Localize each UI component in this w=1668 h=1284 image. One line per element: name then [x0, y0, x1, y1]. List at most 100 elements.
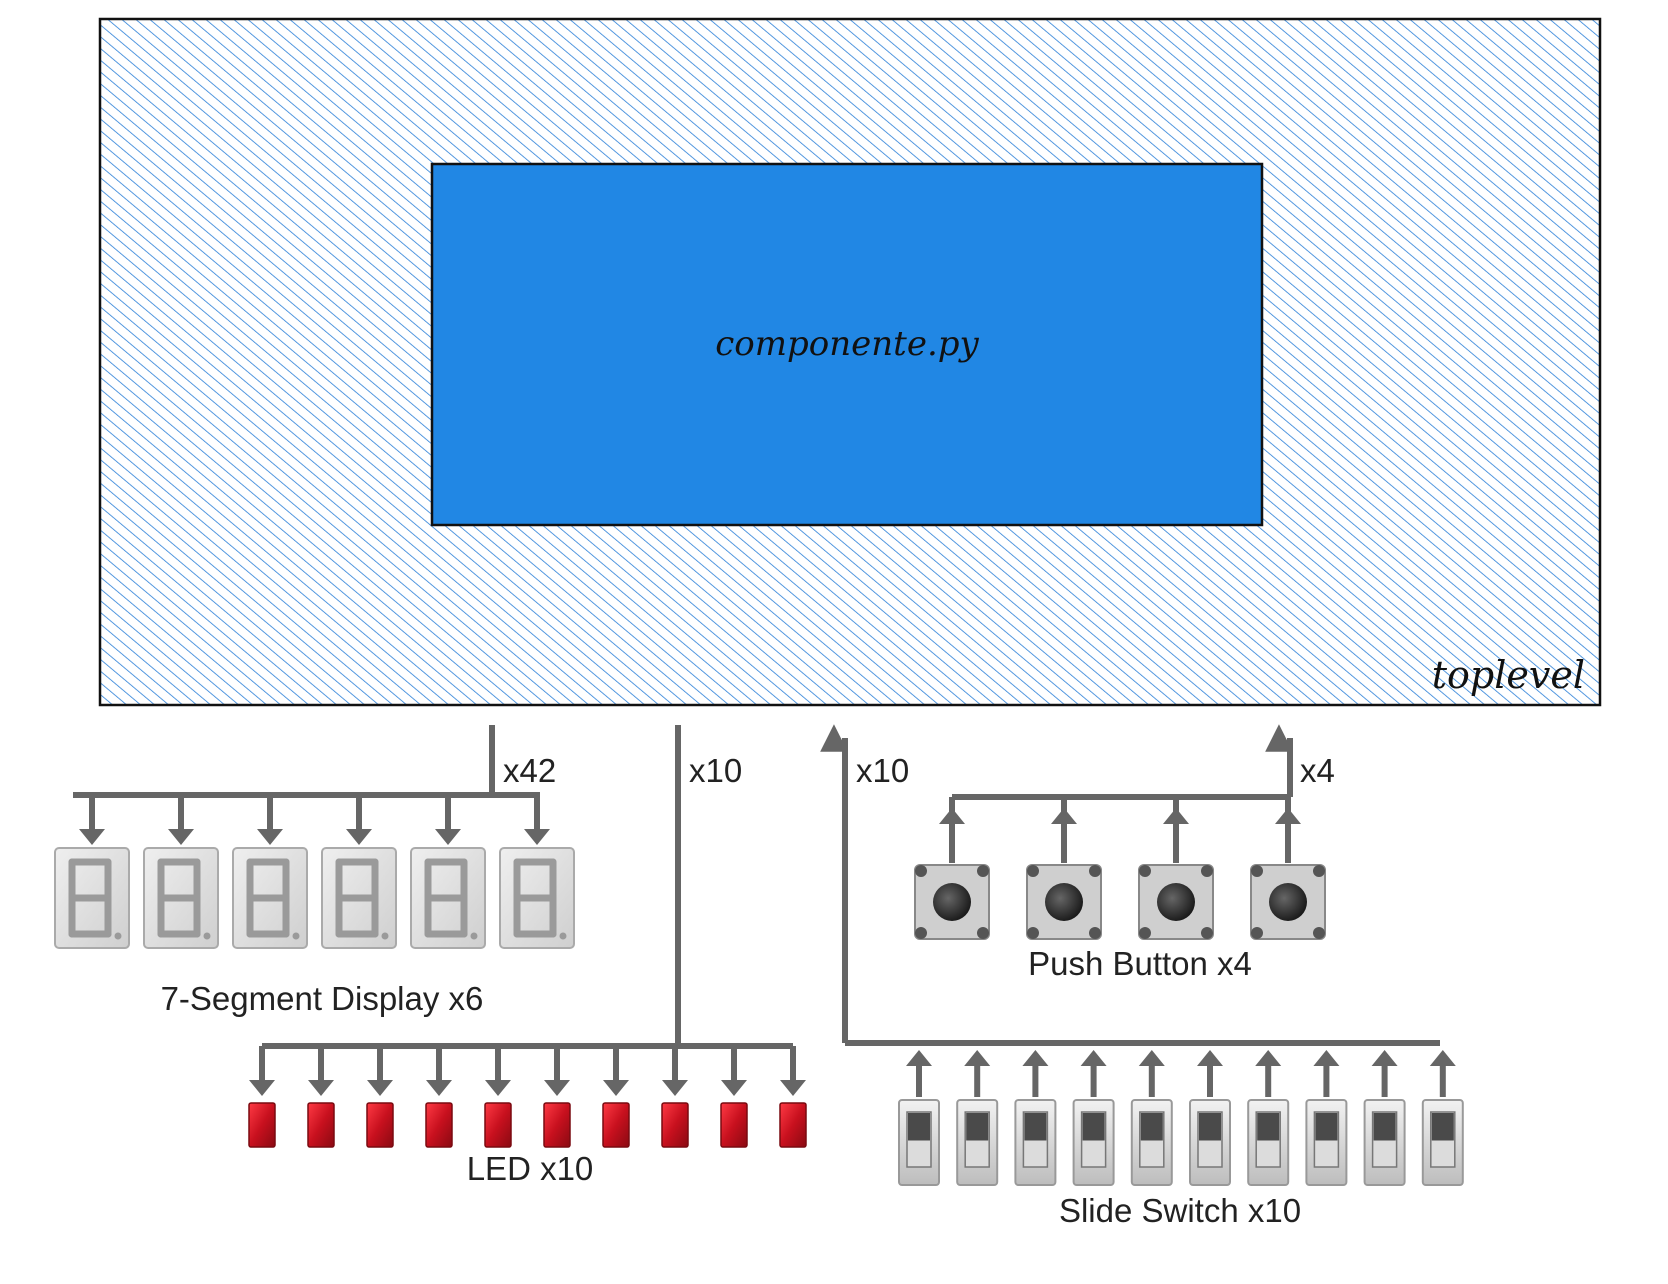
led-4-arrowhead [426, 1080, 452, 1096]
seven-segment-display [54, 847, 130, 949]
switch-bus-width: x10 [856, 752, 909, 789]
led-6-arrowhead [544, 1080, 570, 1096]
push-button-label: Push Button x4 [1028, 945, 1252, 982]
button-cap [933, 883, 971, 921]
seven-segment-display [232, 847, 308, 949]
seven-segment-display [410, 847, 486, 949]
led [779, 1102, 807, 1148]
led-3-arrowhead [367, 1080, 393, 1096]
switch-knob [1431, 1113, 1454, 1141]
switch-1-arrowhead [906, 1050, 932, 1066]
seven-segment-display [499, 847, 575, 949]
seven-segment-display [143, 847, 219, 949]
switch-4-arrowhead [1080, 1050, 1107, 1066]
push-button [914, 812, 990, 940]
seg-3-arrowhead [257, 829, 283, 845]
led-group [248, 1046, 807, 1148]
decimal-point [114, 932, 122, 940]
button-pin [1201, 865, 1213, 877]
switch-knob [1140, 1113, 1163, 1141]
button-pin [1139, 865, 1151, 877]
button-pin [977, 927, 989, 939]
led-2-arrowhead [308, 1080, 334, 1096]
button-pin [1089, 865, 1101, 877]
seven-segment-label: 7-Segment Display x6 [161, 980, 484, 1017]
slide-switch [1072, 1099, 1115, 1186]
button-cap [1269, 883, 1307, 921]
decimal-point [203, 932, 211, 940]
seven-segment-display [321, 847, 397, 949]
button-pin [977, 865, 989, 877]
switch-3-arrowhead [1022, 1050, 1049, 1066]
decimal-point [470, 932, 478, 940]
button-pin [1251, 865, 1263, 877]
button-pin [1139, 927, 1151, 939]
slide-switch [1130, 1099, 1173, 1186]
switch-knob [1082, 1113, 1105, 1141]
slide-switch-group [898, 1050, 1464, 1186]
button-pin [1089, 927, 1101, 939]
seg-2-arrowhead [168, 829, 194, 845]
push-button [1138, 812, 1214, 940]
button-pin [1027, 927, 1039, 939]
switch-knob [1373, 1113, 1396, 1141]
decimal-point [559, 932, 567, 940]
seg-5-arrowhead [435, 829, 461, 845]
led [602, 1102, 630, 1148]
switch-knob [1315, 1113, 1338, 1141]
led-10-arrowhead [780, 1080, 806, 1096]
led-8-arrowhead [662, 1080, 688, 1096]
switch-9-arrowhead [1371, 1050, 1398, 1066]
toplevel-label: toplevel [1432, 653, 1585, 697]
led [543, 1102, 571, 1148]
led-5-arrowhead [485, 1080, 511, 1096]
button-cap [1157, 883, 1195, 921]
button-pin [915, 865, 927, 877]
seg-1-arrowhead [79, 829, 105, 845]
decimal-point [381, 932, 389, 940]
switch-10-arrowhead [1429, 1050, 1456, 1066]
button-bus-width: x4 [1300, 752, 1335, 789]
button-pin [1201, 927, 1213, 939]
switch-7-arrowhead [1255, 1050, 1282, 1066]
switch-knob [1024, 1113, 1047, 1141]
button-pin [1251, 927, 1263, 939]
component-box: componente.py [430, 162, 1264, 527]
switch-2-arrowhead [964, 1050, 991, 1066]
slide-switch [1305, 1099, 1348, 1186]
led-7-arrowhead [603, 1080, 629, 1096]
wiring [73, 724, 1440, 1049]
seg-6-arrowhead [524, 829, 550, 845]
push-button [1250, 812, 1326, 940]
led [720, 1102, 748, 1148]
switch-knob [1199, 1113, 1221, 1141]
switch-knob [908, 1113, 930, 1141]
button-pin [1027, 865, 1039, 877]
button-pin [1313, 927, 1325, 939]
slide-switch [898, 1099, 940, 1186]
led [366, 1102, 394, 1148]
led [425, 1102, 453, 1148]
switch-6-arrowhead [1197, 1050, 1223, 1066]
slide-switch [1247, 1099, 1290, 1186]
led [484, 1102, 512, 1148]
switch-knob [966, 1113, 989, 1141]
slide-switch [1421, 1099, 1464, 1186]
led-9-arrowhead [721, 1080, 747, 1096]
push-button [1026, 812, 1102, 940]
slide-switch [956, 1099, 999, 1186]
seven-segment-group [54, 795, 575, 949]
slide-switch [1014, 1099, 1057, 1186]
led [248, 1102, 276, 1148]
led [661, 1102, 689, 1148]
led-1-arrowhead [249, 1080, 275, 1096]
seg-4-arrowhead [346, 829, 372, 845]
switch-knob [1257, 1113, 1280, 1141]
push-button-group [914, 797, 1326, 940]
slide-switch-label: Slide Switch x10 [1059, 1192, 1301, 1229]
button-pin [1313, 865, 1325, 877]
switch-8-arrowhead [1313, 1050, 1340, 1066]
slide-switch [1363, 1099, 1406, 1186]
component-label: componente.py [715, 324, 979, 364]
seg-bus-width: x42 [503, 752, 556, 789]
